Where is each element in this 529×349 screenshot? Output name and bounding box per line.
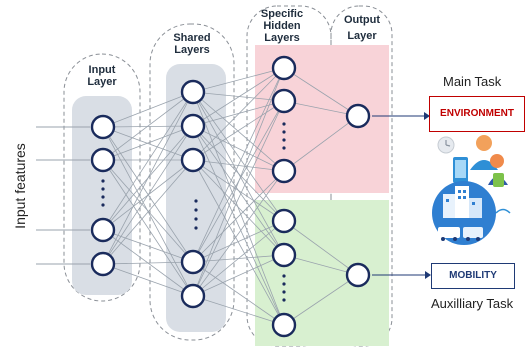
connection-edge [102,159,194,263]
connection-edge [192,67,285,161]
connection-edge [102,91,194,161]
connection-edge [192,67,285,127]
aux-task-label: Auxilliary Task [431,296,514,311]
input-neuron [90,217,116,243]
connection-edge [283,220,359,276]
shared-neuron [180,249,206,275]
connection-edge [192,91,285,326]
main-task-hidden-neuron [271,88,297,114]
shared-layers-title-line1: Shared [173,32,211,44]
output-layer-title-line2: Layer [347,30,377,42]
person-icon [470,135,508,187]
input-layer-title-line2: Layer [87,76,117,88]
task2-ellipsis [282,274,286,302]
connection-edge [102,159,194,297]
shared-neuron [180,283,206,309]
connection-edge [102,91,194,128]
connection-edge [192,91,285,222]
connection-edge [283,67,359,117]
main-task-hidden-neuron [271,55,297,81]
input-layer-container [63,53,141,302]
connection-edge [102,159,194,265]
connection-edge [102,91,194,265]
input-neuron [90,147,116,173]
shared-ellipsis [194,199,198,230]
input-layer-title-line1: Input [88,64,116,76]
connection-edge [192,295,285,326]
aux-task-hidden-neuron [271,242,297,268]
shared-layers-container [149,23,235,341]
input-layer-region [72,96,132,295]
connection-edge [192,159,285,326]
connections [102,67,359,326]
city-icon [443,186,482,218]
connection-edge [102,125,194,161]
connection-edge [102,91,194,231]
environment-task-box: ENVIRONMENT [429,96,525,132]
main-task-label: Main Task [443,74,502,89]
connection-edge [283,100,359,117]
connection-edge [192,125,285,326]
output-layer-title-line1: Output [343,14,381,26]
connection-edge [192,261,285,326]
connection-edge [192,67,285,263]
connection-edge [192,67,285,93]
output-layer-title: Output Layer [333,14,391,42]
main-task-output-neuron [345,103,371,129]
shared-neuron [180,147,206,173]
connection-edge [283,274,359,326]
input-features-label: Input features [12,143,28,229]
connection-edge [283,254,359,276]
connection-edge [192,100,285,297]
connection-edge [102,263,194,297]
connection-edge [192,125,285,172]
specific-layers-title-line1: Specific [260,8,304,20]
shared-layers-title: Shared Layers [160,32,224,56]
neurons [90,55,371,338]
input-neuron [90,114,116,140]
aux-task-output-neuron [345,262,371,288]
connection-edge [283,115,359,172]
specific-layers-title-line3: Layers [264,32,300,44]
shared-layers-title-line2: Layers [174,44,210,56]
connection-edge [192,170,285,297]
connection-edge [192,159,285,222]
connection-edge [102,126,194,161]
task1-ellipsis [282,122,286,150]
connection-edge [192,91,285,172]
connection-edge [192,159,285,256]
shared-neuron [180,113,206,139]
specific-layers-title-line2: Hidden [263,20,301,32]
mobility-task-box: MOBILITY [431,263,515,289]
connection-edge [192,254,285,297]
bus-icon [438,227,483,241]
output-arrows [372,112,431,279]
connection-edge [192,67,285,297]
aux-task-hidden-neuron [271,208,297,234]
connection-edge [102,261,194,265]
specific-layers-title: Specific Hidden Layers [252,8,312,44]
input-layer-title: Input Layer [72,64,132,88]
input-ellipsis [101,179,105,207]
main-task-hidden-neuron [271,158,297,184]
smartphone-icon [453,157,468,183]
connection-edge [102,125,194,265]
connection-edge [192,100,285,161]
input-neuron [90,251,116,277]
aux-task-hidden-neuron [271,312,297,338]
input-feature-lines [36,126,90,265]
shared-layers-region [166,64,226,332]
city-illustration [432,135,511,245]
connection-edge [192,220,285,263]
connection-edge [192,220,285,297]
shared-neuron [180,79,206,105]
connection-edge [192,125,285,222]
connection-edge [192,170,285,263]
